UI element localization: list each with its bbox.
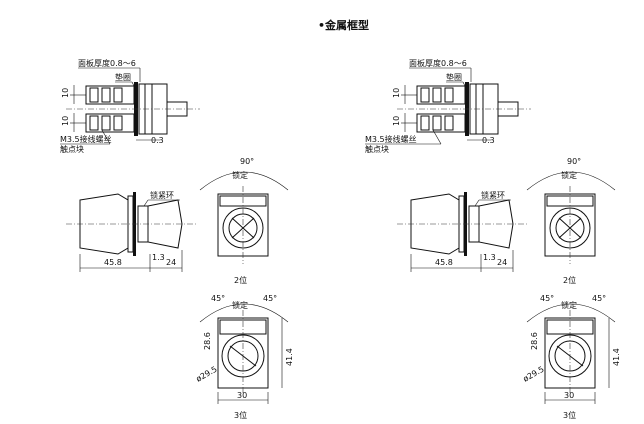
dim-29-5: ø29.5 bbox=[195, 365, 219, 384]
pos-3-label-right: 3位 bbox=[563, 410, 576, 420]
dim-10-upper: 10 bbox=[61, 88, 70, 98]
dim-28-6-r: 28.6 bbox=[530, 332, 539, 350]
dim-30: 30 bbox=[237, 391, 247, 400]
dim-1-3: 1.3 bbox=[152, 253, 165, 262]
dim-45-left: 45° bbox=[211, 294, 225, 303]
side-view-top-left: 面板厚度0.8～6 垫圈 bbox=[60, 58, 200, 154]
pos-3-label-left: 3位 bbox=[234, 410, 247, 420]
gasket-label: 垫圈 bbox=[115, 72, 131, 82]
dim-28-6: 28.6 bbox=[203, 332, 212, 350]
lock-ring-label-r: 锁紧环 bbox=[481, 190, 505, 200]
contact-block-label: 触点块 bbox=[60, 144, 84, 154]
pos-2-label-right: 2位 bbox=[563, 275, 576, 285]
dim-10-upper-r: 10 bbox=[392, 88, 401, 98]
front-view-3pos-right: 45° 45° 锁定 30 41.4 28.6 ø29.5 3位 bbox=[522, 294, 622, 420]
dim-41-4: 41.4 bbox=[285, 348, 294, 366]
side-view-top-right: 面板厚度0.8～6 垫圈 10 10 0.3 bbox=[365, 58, 531, 154]
dim-30-r: 30 bbox=[564, 391, 574, 400]
panel-thickness-label-r: 面板厚度0.8～6 bbox=[409, 58, 467, 68]
dim-24-r: 24 bbox=[497, 258, 507, 267]
front-view-3pos-left: 45° 45° 锁定 30 41.4 28.6 ø29.5 3位 bbox=[195, 294, 295, 420]
panel-thickness-label: 面板厚度0.8～6 bbox=[78, 58, 136, 68]
dim-0-3: 0.3 bbox=[151, 136, 164, 145]
front-view-2pos-right: 90° 锁定 2位 bbox=[526, 157, 616, 285]
terminal-screw-label: M3.5接线螺丝 bbox=[60, 134, 112, 144]
dim-45-right: 45° bbox=[263, 294, 277, 303]
contact-block-label-r: 触点块 bbox=[365, 144, 389, 154]
pos-2-label-left: 2位 bbox=[234, 275, 247, 285]
lock-label-2pos-r: 锁定 bbox=[561, 170, 577, 180]
dim-45-left-r: 45° bbox=[540, 294, 554, 303]
side-view-middle-left: 锁紧环 45.8 1.3 24 bbox=[66, 190, 196, 272]
lock-label-3pos-r: 锁定 bbox=[561, 300, 577, 310]
dim-45-right-r: 45° bbox=[592, 294, 606, 303]
lock-label-2pos: 锁定 bbox=[232, 170, 248, 180]
dim-10-lower: 10 bbox=[61, 116, 70, 126]
right-drawing-set: 面板厚度0.8～6 垫圈 10 10 0.3 bbox=[365, 58, 621, 420]
dim-45-8: 45.8 bbox=[104, 258, 122, 267]
dim-29-5-r: ø29.5 bbox=[522, 365, 546, 384]
dim-1-3-r: 1.3 bbox=[483, 253, 496, 262]
lock-ring-label: 锁紧环 bbox=[150, 190, 174, 200]
dim-41-4-r: 41.4 bbox=[612, 348, 621, 366]
gasket-label-r: 垫圈 bbox=[446, 72, 462, 82]
lock-label-3pos: 锁定 bbox=[232, 300, 248, 310]
dim-45-8-r: 45.8 bbox=[435, 258, 453, 267]
dim-10-lower-r: 10 bbox=[392, 116, 401, 126]
side-view-middle-right: 锁紧环 45.8 1.3 24 bbox=[397, 190, 527, 272]
page-title: •金属框型 bbox=[318, 18, 369, 32]
dim-90-angle-r: 90° bbox=[567, 157, 581, 166]
dim-90-angle: 90° bbox=[240, 157, 254, 166]
terminal-screw-label-r: M3.5接线螺丝 bbox=[365, 134, 417, 144]
dim-24: 24 bbox=[166, 258, 176, 267]
front-view-2pos-left: 90° 锁定 2位 bbox=[199, 157, 289, 285]
left-drawing-set: 面板厚度0.8～6 垫圈 bbox=[60, 58, 294, 420]
dim-0-3-r: 0.3 bbox=[482, 136, 495, 145]
